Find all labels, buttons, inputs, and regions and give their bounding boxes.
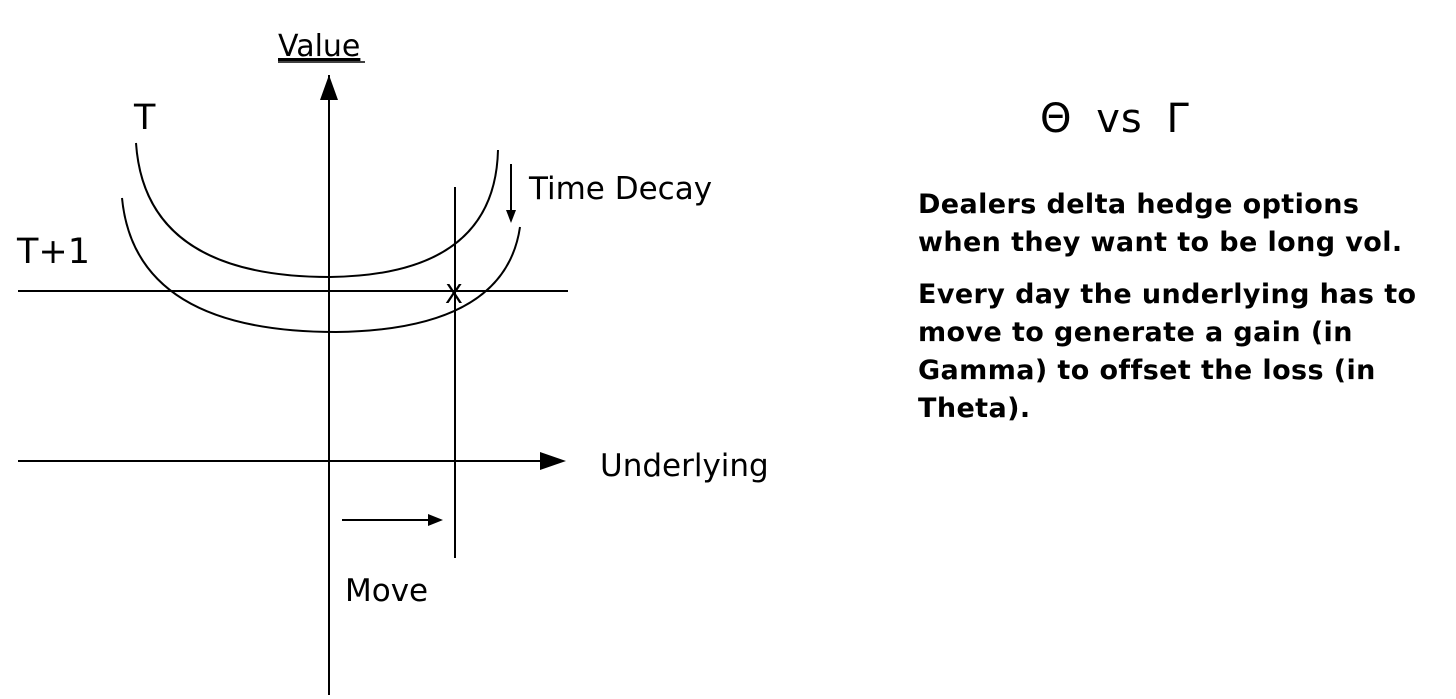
curve-t-plus-1 <box>121 197 521 334</box>
move-label: Move <box>345 573 428 609</box>
time-decay-label: Time Decay <box>528 171 712 207</box>
gamma-symbol: Γ <box>1166 96 1190 142</box>
explanation-paragraph-2: Every day the underlying has to move to … <box>918 279 1417 424</box>
theta-symbol: Θ <box>1040 96 1073 142</box>
explanation-text: Dealers delta hedge options when they wa… <box>918 186 1450 442</box>
underlying-axis-arrowhead <box>540 452 566 470</box>
explanation-paragraph-1: Dealers delta hedge options when they wa… <box>918 189 1403 258</box>
curve-t <box>135 142 499 279</box>
intersection-marker: X <box>445 280 463 310</box>
move-arrowhead <box>428 514 443 526</box>
curve-t-label: T <box>133 98 156 138</box>
theta-vs-gamma-heading: Θ vs Γ <box>1040 96 1190 142</box>
vs-text: vs <box>1096 96 1143 142</box>
value-axis-arrowhead <box>320 75 338 100</box>
value-axis-label: Value <box>278 29 360 64</box>
underlying-axis-label: Underlying <box>600 448 769 484</box>
time-decay-arrowhead <box>506 210 516 223</box>
curve-t1-label: T+1 <box>16 232 90 272</box>
